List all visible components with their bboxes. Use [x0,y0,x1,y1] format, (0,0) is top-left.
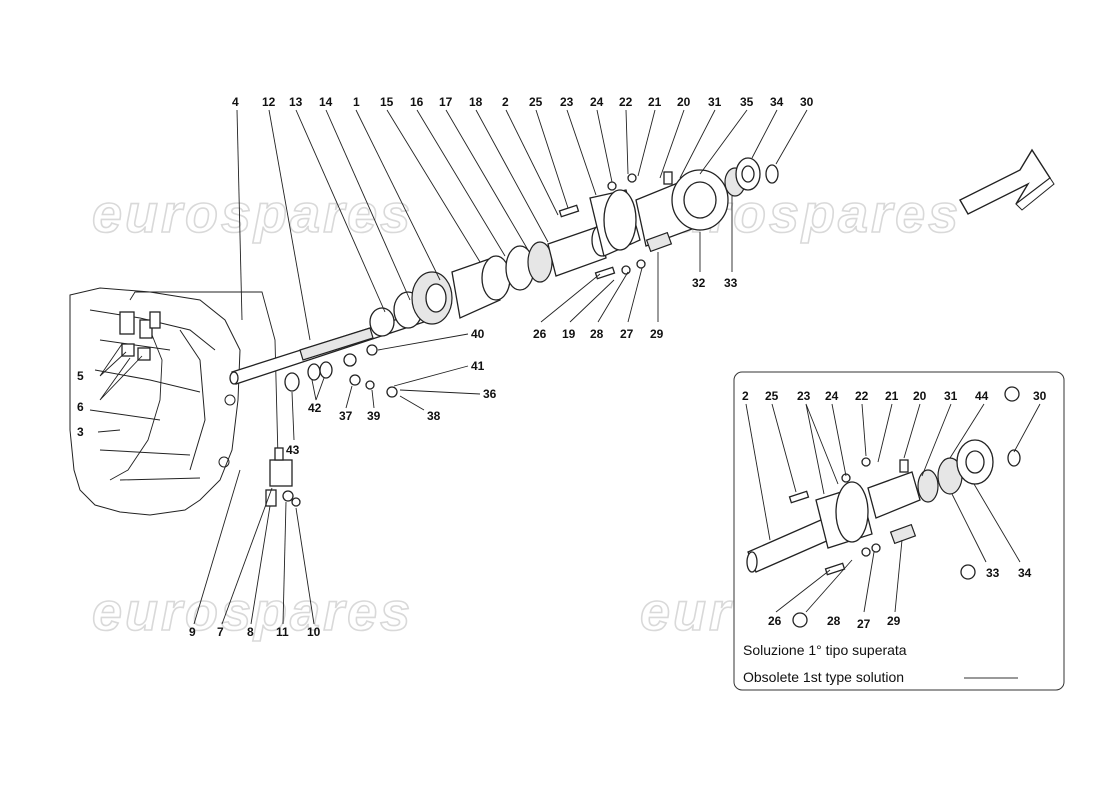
callout-label: 43 [286,443,300,457]
callout-label: 17 [439,95,453,109]
callout-label: 22 [855,389,869,403]
callout-label: 30 [800,95,814,109]
callout-label: 38 [427,409,441,423]
watermark-text: eurospares [92,184,413,244]
callout-label: 41 [471,359,485,373]
callout-label: 24 [825,389,839,403]
callout-label: 21 [885,389,899,403]
callout-label: 25 [765,389,779,403]
callout-label: 22 [619,95,633,109]
leader-lines [97,109,808,625]
callout-label: 36 [483,387,497,401]
callout-label: 18 [469,95,483,109]
callout-label: 12 [262,95,276,109]
callout-label: 27 [620,327,634,341]
bearing-and-circlip [724,157,779,197]
callout-label: 5 [77,369,84,383]
callout-label: 28 [590,327,604,341]
callout-label: 32 [692,276,706,290]
callout-label: 24 [590,95,604,109]
callout-label: 9 [189,625,196,639]
callout-label: 11 [276,625,289,639]
callout-label: 39 [367,409,381,423]
flange-housing [589,169,729,257]
inset-caption-italian: Soluzione 1° tipo superata [743,642,907,658]
callout-label: 33 [986,566,1000,580]
callout-label: 37 [339,409,353,423]
inset-caption-english: Obsolete 1st type solution [743,669,905,685]
small-hardware [265,171,673,507]
callout-label: 1 [353,95,360,109]
callout-label: 31 [944,389,958,403]
callout-label: 14 [319,95,333,109]
callout-label: 33 [724,276,738,290]
callout-label: 34 [770,95,784,109]
callout-label: 44 [975,389,989,403]
oil-pipe [109,291,279,481]
callout-label: 23 [560,95,574,109]
callout-label: 16 [410,95,424,109]
callout-label: 3 [77,425,84,439]
callout-label: 29 [650,327,664,341]
callout-label: 34 [1018,566,1032,580]
callout-label: 8 [247,625,254,639]
callout-label: 2 [742,389,749,403]
callout-label: 20 [913,389,927,403]
callout-label: 21 [648,95,662,109]
callout-label: 4 [232,95,239,109]
gear-assembly [369,223,613,337]
callout-label: 30 [1033,389,1047,403]
fittings-cluster [119,311,161,361]
callout-label: 42 [308,401,322,415]
callout-label: 35 [740,95,754,109]
callout-label: 23 [797,389,811,403]
callout-label: 2 [502,95,509,109]
main-callouts: 4 12 13 14 1 15 16 17 18 2 25 23 24 22 2… [77,95,814,639]
callout-label: 10 [307,625,321,639]
callout-label: 20 [677,95,691,109]
callout-label: 15 [380,95,394,109]
watermark-text: eurospares [92,582,413,642]
callout-label: 28 [827,614,841,628]
callout-label: 27 [857,617,871,631]
callout-label: 31 [708,95,722,109]
callout-label: 40 [471,327,485,341]
callout-label: 29 [887,614,901,628]
gearbox-casing [69,287,241,516]
inset-panel: 2 25 23 24 22 21 20 31 44 30 26 28 27 29… [733,371,1065,691]
callout-label: 25 [529,95,543,109]
callout-label: 26 [768,614,782,628]
callout-label: 13 [289,95,303,109]
callout-label: 6 [77,400,84,414]
callout-label: 7 [217,625,224,639]
callout-label: 19 [562,327,576,341]
callout-label: 26 [533,327,547,341]
direction-arrow-icon [959,148,1055,215]
